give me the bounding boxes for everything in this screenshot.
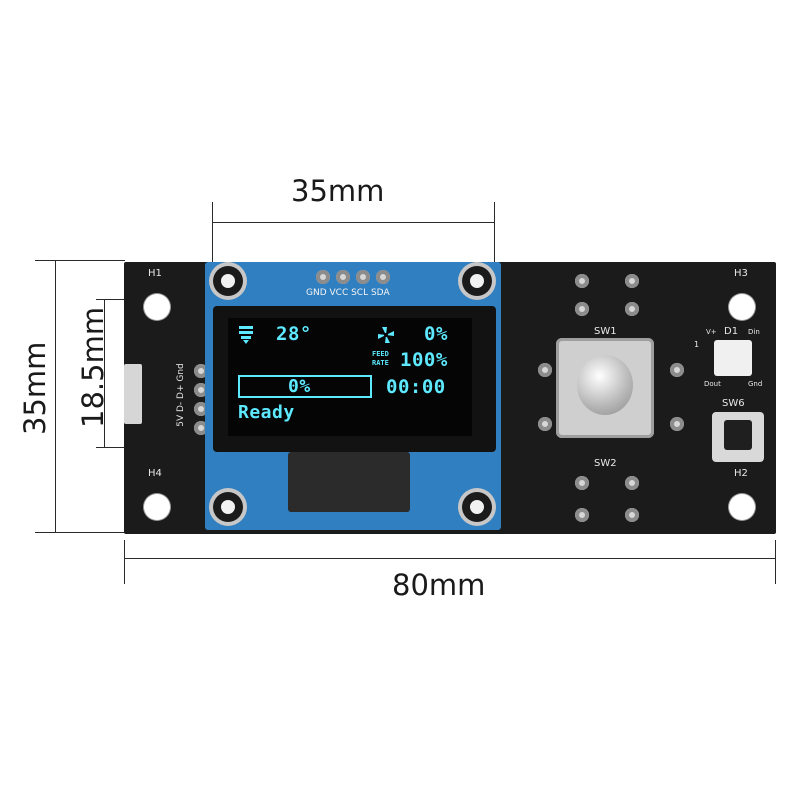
encoder-pad-3	[575, 302, 589, 316]
oled-fan-speed: 0%	[424, 323, 448, 345]
push-button-sw6-cap[interactable]	[724, 420, 752, 450]
oled-feed-rate: 100%	[400, 349, 448, 371]
encoder-pad-4	[625, 302, 639, 316]
bottom-dim-tick-left	[124, 540, 125, 584]
nozzle-icon	[238, 326, 254, 344]
rotary-encoder-knob[interactable]	[577, 355, 633, 415]
oled-mount-hole-tl	[213, 266, 243, 296]
oled-mount-hole-br	[462, 492, 492, 522]
oled-temperature: 28°	[276, 323, 312, 345]
encoder-pad-10	[625, 476, 639, 490]
left-inner-dim-line	[104, 299, 105, 447]
usb-pin-pad-1	[194, 364, 208, 378]
encoder-pad-5	[538, 363, 552, 377]
oled-time: 00:00	[386, 376, 446, 398]
left-outer-dim-line	[55, 260, 56, 532]
silk-sw1: SW1	[594, 326, 617, 337]
silk-led-one: 1	[694, 340, 700, 349]
oled-pin-scl	[356, 270, 370, 284]
encoder-pad-7	[670, 363, 684, 377]
usb-pin-pad-4	[194, 421, 208, 435]
top-dim-tick-left	[212, 202, 213, 266]
silk-led-dout: Dout	[704, 380, 721, 388]
board-height-label: 35mm	[18, 341, 52, 435]
silk-sw2: SW2	[594, 458, 617, 469]
mount-hole-h4	[144, 494, 170, 520]
oled-pin-sda	[376, 270, 390, 284]
encoder-pad-9	[575, 476, 589, 490]
board-width-label: 80mm	[392, 568, 486, 602]
mount-hole-h2	[729, 494, 755, 520]
oled-mount-hole-tr	[462, 266, 492, 296]
silk-led-vplus: V+	[706, 328, 717, 336]
mount-hole-h1	[144, 294, 170, 320]
left-outer-dim-tick-top	[35, 260, 125, 261]
oled-status: Ready	[238, 402, 295, 423]
mount-hole-h3	[729, 294, 755, 320]
screen-height-label: 18.5mm	[76, 306, 110, 428]
silk-led-gnd: Gnd	[748, 380, 763, 388]
silk-led-din: Din	[748, 328, 760, 336]
oled-mount-hole-bl	[213, 492, 243, 522]
oled-width-label: 35mm	[291, 174, 385, 208]
encoder-pad-8	[670, 417, 684, 431]
fan-icon	[376, 325, 396, 345]
silk-h1: H1	[148, 268, 162, 279]
silk-usb-pins: 5V D- D+ Gnd	[176, 363, 186, 427]
encoder-pad-6	[538, 417, 552, 431]
oled-progress: 0%	[288, 376, 311, 397]
oled-pin-gnd	[316, 270, 330, 284]
encoder-pad-12	[625, 508, 639, 522]
rgb-led	[714, 340, 752, 376]
encoder-pad-11	[575, 508, 589, 522]
oled-feed-label-top: FEED	[372, 350, 389, 358]
silk-d1: D1	[724, 326, 739, 337]
usb-pin-pad-2	[194, 383, 208, 397]
silk-sw6: SW6	[722, 398, 745, 409]
usb-connector	[124, 364, 142, 424]
oled-feed-label-bottom: RATE	[372, 359, 389, 367]
oled-screen	[228, 318, 472, 436]
bottom-dim-line	[124, 558, 776, 559]
top-dim-line	[212, 222, 494, 223]
encoder-pad-1	[575, 274, 589, 288]
encoder-pad-2	[625, 274, 639, 288]
silk-oled-pins: GND VCC SCL SDA	[306, 288, 390, 298]
oled-pin-vcc	[336, 270, 350, 284]
oled-progress-box	[238, 375, 372, 398]
top-dim-tick-right	[494, 202, 495, 266]
silk-h3: H3	[734, 268, 748, 279]
flex-ribbon	[288, 452, 410, 512]
silk-h2: H2	[734, 468, 748, 479]
bottom-dim-tick-right	[775, 540, 776, 584]
usb-pin-pad-3	[194, 402, 208, 416]
silk-h4: H4	[148, 468, 162, 479]
left-outer-dim-tick-bottom	[35, 532, 125, 533]
